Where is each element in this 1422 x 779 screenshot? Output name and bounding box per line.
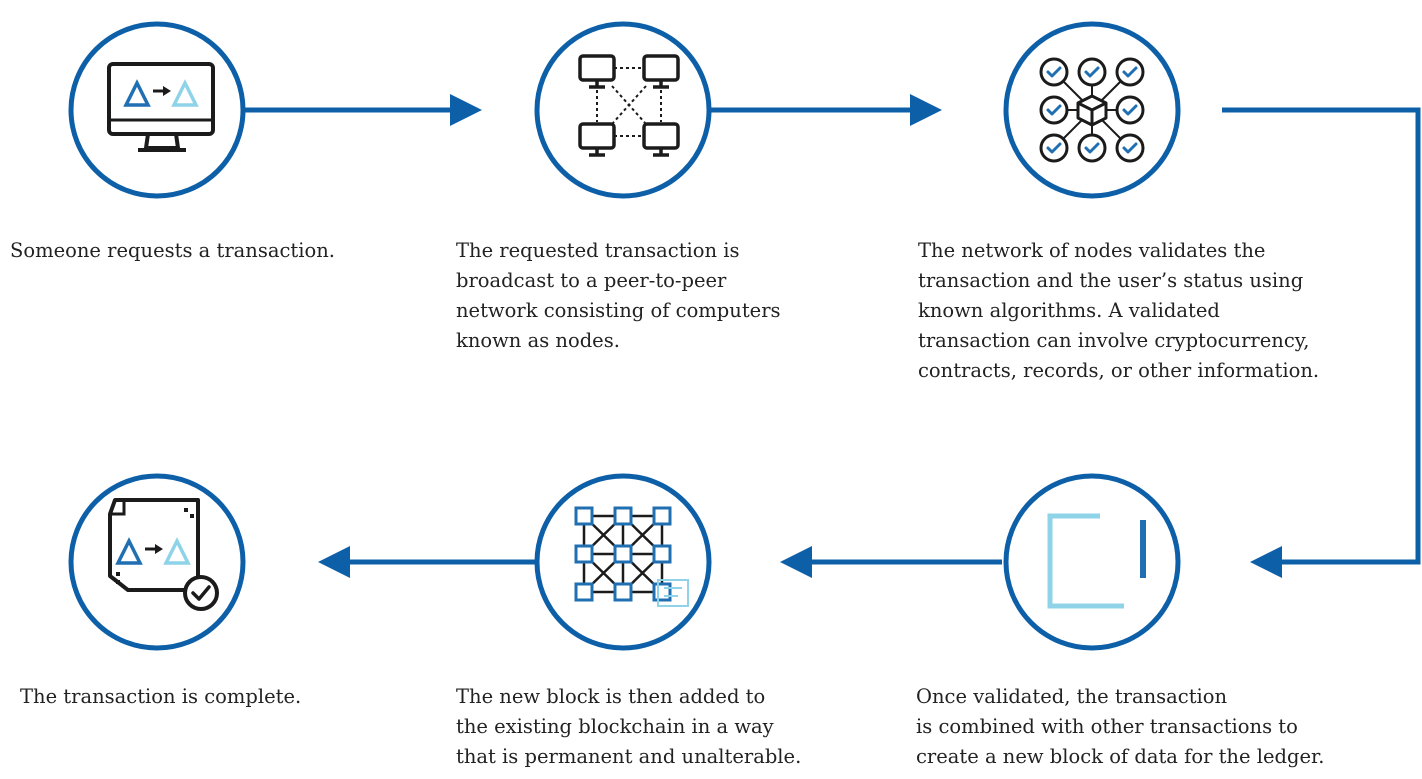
blockchain-icon <box>574 506 689 607</box>
flow-arrow-5-to-6 <box>318 546 540 578</box>
computer-transaction-icon <box>107 62 215 152</box>
completed-document-icon <box>108 498 219 611</box>
step-1-description: Someone requests a transaction. <box>10 239 335 262</box>
step-3-description: The network of nodes validates the trans… <box>918 239 1320 382</box>
flow-arrow-3-to-4 <box>1222 107 1421 578</box>
flow-arrow-4-to-5 <box>780 546 1002 578</box>
step-6-description: The transaction is complete. <box>20 685 302 708</box>
peer-network-icon <box>578 54 680 157</box>
step-1-circle <box>68 21 246 199</box>
flow-arrow-1-to-2 <box>241 94 482 126</box>
node-validation-icon <box>1039 57 1145 163</box>
flow-arrow-2-to-3 <box>705 94 942 126</box>
step-2-description: The requested transaction is broadcast t… <box>456 239 781 352</box>
step-5-description: The new block is then added to the exist… <box>456 685 802 768</box>
step-2-circle <box>534 21 712 199</box>
step-4-description: Once validated, the transaction is combi… <box>916 685 1325 768</box>
new-block-icon <box>1047 513 1146 609</box>
step-4-circle <box>1003 473 1181 651</box>
